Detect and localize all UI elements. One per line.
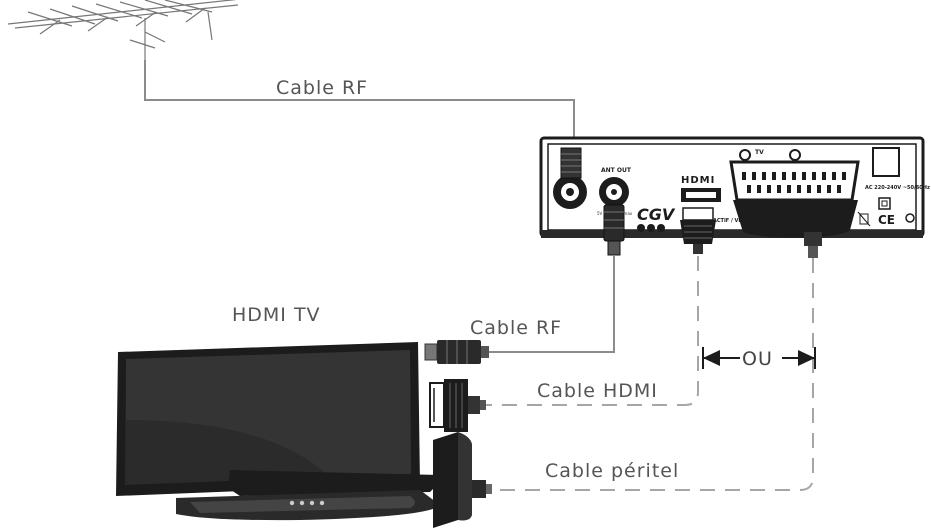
rf-plug-icon	[603, 204, 625, 256]
power-rating: AC 220-240V ~50/60Hz	[865, 185, 930, 191]
arrow-right-icon	[782, 347, 816, 369]
brand-logo: CGV	[637, 205, 676, 224]
scart-cable-dashed-line	[490, 258, 814, 491]
arrow-left-icon	[702, 347, 740, 369]
hdmi-port-icon	[681, 188, 721, 202]
label-cable-rf-top: Cable RF	[276, 77, 368, 99]
hdmi-cable-dashed-line	[485, 256, 699, 406]
ant-out-label: ANT OUT	[601, 167, 632, 174]
label-cable-hdmi: Cable HDMI	[537, 380, 658, 402]
label-hdmi-tv: HDMI TV	[232, 304, 321, 326]
weee-icon	[857, 211, 871, 227]
rf-cable-tv-line	[487, 255, 615, 353]
set-top-box-icon: ANT OUT 5V ⎓ 300mA max CGV HDMI ACTIF / …	[539, 136, 930, 238]
tv-scart-plug-icon	[433, 432, 492, 528]
tv-rf-plug-icon	[424, 340, 489, 364]
label-cable-peritel: Cable péritel	[545, 460, 679, 482]
power-switch-icon	[872, 147, 900, 177]
rf-cable-antenna-line	[144, 60, 575, 148]
brand-dots-icon	[637, 224, 665, 232]
rf-in-connector-icon	[553, 147, 587, 209]
hdmi-plug-icon	[680, 207, 716, 254]
tv-port-label: TV	[755, 149, 764, 156]
ce-mark-icon: CE	[878, 213, 895, 227]
tv-hdmi-plug-icon	[429, 379, 486, 432]
antenna-icon	[7, 0, 239, 60]
double-insulation-icon	[878, 197, 891, 210]
svg-text:CE: CE	[878, 213, 895, 227]
label-or: OU	[742, 348, 773, 370]
television-icon	[116, 342, 440, 521]
hdmi-logo: HDMI	[681, 175, 715, 186]
switch-text: ACTIF / VEILLE	[713, 218, 754, 224]
ant-out-connector-icon	[599, 177, 629, 207]
scart-plug-icon	[733, 200, 858, 258]
label-cable-rf-tv: Cable RF	[470, 317, 562, 339]
